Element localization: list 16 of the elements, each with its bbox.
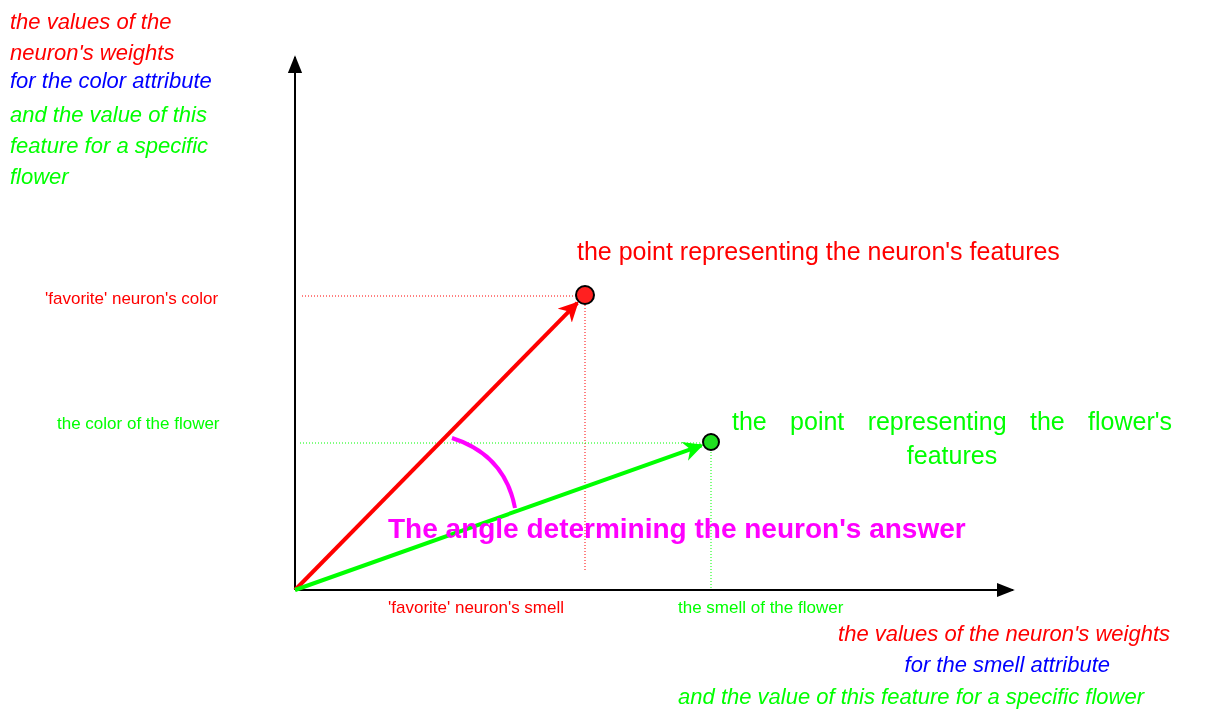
tick-label: the smell of the flower (678, 598, 844, 619)
axis-title: the values of the neuron's weights (838, 621, 1170, 648)
axis-title: for the smell attribute (904, 652, 1110, 679)
point-caption: the point representing the flower's features (732, 406, 1172, 471)
tick-label: 'favorite' neuron's smell (388, 598, 565, 619)
point-marker (702, 433, 720, 451)
vector-arrow (294, 441, 704, 592)
vector-arrow (293, 301, 579, 592)
axis-title: and the value of this feature for a specific flower (678, 684, 1144, 711)
tick-label: the color of the flower (57, 414, 220, 435)
axis-title: and the value of this feature for a specific flower (10, 101, 210, 191)
tick-label: 'favorite' neuron's color (45, 289, 219, 310)
axis-title: for the color attribute (10, 68, 212, 95)
point-marker (575, 285, 595, 305)
point-caption: the point representing the neuron's features (577, 236, 1060, 266)
axis-title: the values of the neuron's weights (10, 8, 176, 67)
